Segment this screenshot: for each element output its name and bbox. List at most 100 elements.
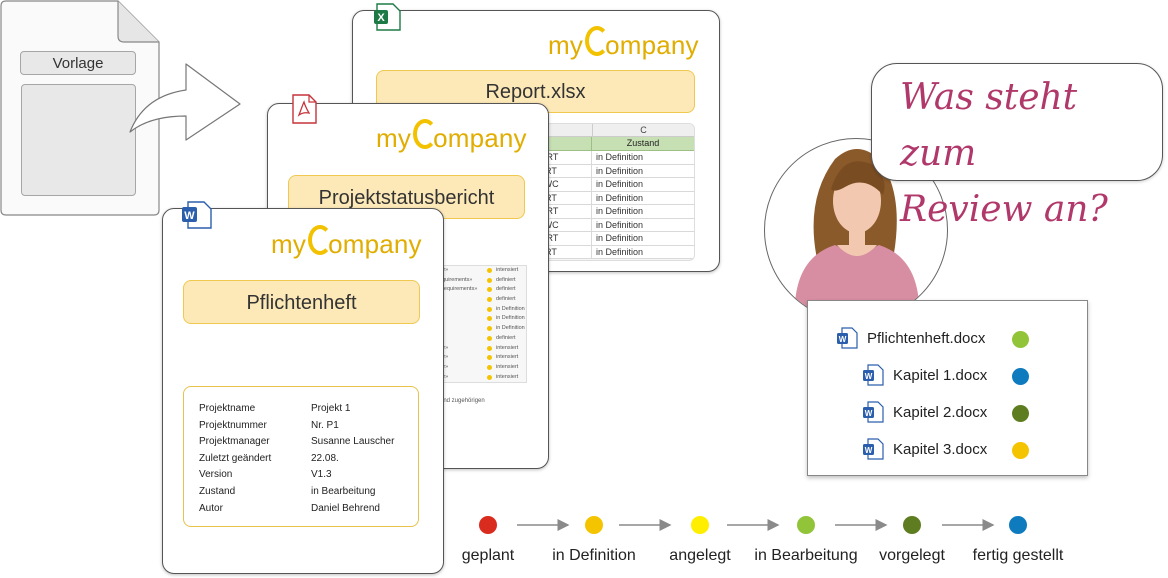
speech-bubble bbox=[871, 63, 1163, 181]
table-cell: nctionalRequirements» bbox=[421, 286, 478, 293]
word-file-icon: W bbox=[836, 327, 858, 354]
table-cell: in Definition bbox=[596, 233, 644, 243]
word-file-icon: W bbox=[862, 364, 884, 391]
table-cell: abilityRequirements» bbox=[421, 276, 473, 283]
speech-bubble-text: Was steht zum Review an? bbox=[900, 77, 1108, 230]
legend-status-dot bbox=[1009, 516, 1027, 534]
legend-status-label: geplant bbox=[461, 547, 515, 564]
excel-file-icon: X bbox=[374, 3, 401, 31]
svg-text:W: W bbox=[865, 409, 873, 418]
pdf-file-icon bbox=[292, 94, 317, 124]
status-dot bbox=[487, 364, 492, 370]
info-value: Projekt 1 bbox=[311, 403, 351, 414]
review-item-label[interactable]: Pflichtenheft.docx bbox=[867, 330, 986, 347]
status-dot bbox=[487, 297, 492, 303]
legend-status-dot bbox=[903, 516, 921, 534]
status-dot bbox=[1012, 405, 1029, 422]
info-key: Autor bbox=[199, 502, 223, 514]
info-row: Projektmanager Susanne Lauscher bbox=[199, 436, 394, 448]
curved-arrow-icon bbox=[129, 63, 241, 141]
pdf-footer-text: und zugehörigen bbox=[440, 398, 485, 404]
table-cell: in Definition bbox=[496, 305, 525, 312]
legend-status-label: vorgelegt bbox=[879, 547, 945, 564]
table-header-cell: Zustand bbox=[626, 138, 660, 148]
status-dot bbox=[487, 355, 492, 361]
table-cell: intensiert bbox=[496, 363, 519, 370]
status-dot bbox=[487, 268, 492, 273]
table-row: abilityRequirements» definiert bbox=[421, 276, 526, 286]
status-flow-arrows bbox=[517, 519, 995, 531]
column-letter: C bbox=[640, 125, 647, 135]
word-title: Pflichtenheft bbox=[183, 280, 420, 324]
table-cell: in Definition bbox=[496, 325, 525, 332]
info-value: Nr. P1 bbox=[311, 419, 339, 431]
legend-status-dot bbox=[691, 516, 709, 534]
status-dot bbox=[487, 335, 492, 341]
info-key: Projektnummer bbox=[199, 419, 267, 431]
legend-status-dot bbox=[479, 516, 497, 534]
word-file-icon: W bbox=[862, 401, 884, 428]
info-row: Zustand in Bearbeitung bbox=[199, 486, 376, 497]
info-key: Zustand bbox=[199, 486, 236, 497]
review-item-label[interactable]: Kapitel 3.docx bbox=[893, 441, 988, 458]
table-cell: definiert bbox=[496, 296, 516, 303]
table-cell: intensiert bbox=[496, 354, 519, 361]
table-cell: intensiert bbox=[496, 267, 519, 273]
info-value: Daniel Behrend bbox=[311, 502, 380, 514]
info-value: Susanne Lauscher bbox=[311, 436, 395, 448]
review-item-label[interactable]: Kapitel 1.docx bbox=[893, 367, 988, 384]
table-cell: in Definition bbox=[496, 315, 525, 322]
legend-status-dot bbox=[585, 516, 603, 534]
table-cell: in Definition bbox=[596, 192, 644, 203]
svg-text:W: W bbox=[184, 210, 195, 222]
table-cell: in Definition bbox=[596, 246, 644, 257]
word-file-icon: W bbox=[862, 438, 884, 465]
word-file-icon: W bbox=[182, 201, 212, 229]
info-key: Projektmanager bbox=[199, 436, 270, 448]
table-cell: definiert bbox=[496, 286, 516, 293]
template-body-placeholder bbox=[21, 84, 136, 196]
table-cell: in Definition bbox=[596, 206, 644, 216]
legend-status-label: angelegt bbox=[669, 547, 731, 564]
info-row: Autor Daniel Behrend bbox=[199, 502, 380, 514]
status-dot bbox=[487, 374, 492, 380]
info-value: 22.08. bbox=[311, 452, 339, 464]
table-cell: intensiert bbox=[496, 373, 519, 380]
legend-status-label: in Bearbeitung bbox=[754, 547, 858, 564]
info-value: V1.3 bbox=[311, 469, 332, 481]
svg-text:W: W bbox=[865, 446, 873, 455]
template-label: Vorlage bbox=[20, 51, 136, 75]
status-dot bbox=[1012, 331, 1029, 348]
status-dot bbox=[1012, 368, 1029, 385]
table-cell: in Definition bbox=[596, 165, 644, 176]
info-value: in Bearbeitung bbox=[311, 486, 376, 497]
legend-status-label: in Definition bbox=[552, 547, 636, 564]
info-row: Projektname Projekt 1 bbox=[199, 403, 350, 414]
table-cell: in Definition bbox=[596, 152, 644, 162]
status-dot bbox=[487, 316, 492, 322]
table-cell: definiert bbox=[496, 276, 516, 283]
legend-status-label: fertig gestellt bbox=[972, 547, 1064, 564]
info-row: Projektnummer Nr. P1 bbox=[199, 419, 339, 431]
status-dot bbox=[487, 345, 492, 351]
table-cell: in Definition bbox=[596, 219, 644, 230]
table-cell: in Definition bbox=[596, 179, 644, 189]
info-key: Zuletzt geändert bbox=[199, 452, 272, 464]
info-row: Zuletzt geändert 22.08. bbox=[199, 452, 339, 464]
table-cell: definiert bbox=[496, 334, 516, 341]
status-dot bbox=[1012, 442, 1029, 459]
svg-text:X: X bbox=[377, 12, 385, 24]
svg-text:W: W bbox=[865, 372, 873, 381]
review-item-label[interactable]: Kapitel 2.docx bbox=[893, 404, 988, 421]
info-key: Projektname bbox=[199, 403, 256, 414]
table-row: nctionalRequirements» definiert bbox=[421, 285, 526, 295]
status-dot bbox=[487, 326, 492, 332]
status-dot bbox=[487, 287, 492, 293]
table-cell: intensiert bbox=[496, 344, 519, 351]
